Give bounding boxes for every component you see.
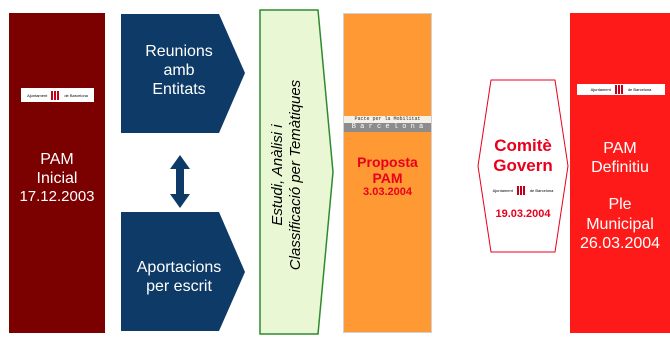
ajuntament-logo-text: de Barcelona [64,92,88,98]
pam-definitiu-line4: Municipal [586,215,654,233]
aportacions-label: Aportacions per escrit [121,258,237,296]
pam-inicial-box [9,13,105,333]
ajuntament-logo: Ajuntament de Barcelona [21,88,94,102]
reunions-label: Reunions amb Entitats [121,42,237,100]
estudi-line1: Estudi, Anàlisi i [269,124,286,226]
barcelona-mark-icon [516,185,527,195]
aportacions-arrow-shape [121,212,245,331]
double-arrow-icon [170,155,190,208]
estudi-arrow-shape [259,9,334,335]
comite-line2: Govern [493,156,553,176]
reunions-line2: amb [163,62,195,80]
proposta-label: Proposta PAM 3.03.2004 [343,154,432,199]
logo-word-left: Ajuntament [590,87,611,92]
pam-definitiu-label: PAM Definitiu Ple Municipal 26.03.2004 [570,139,670,253]
proposta-line2: PAM [372,170,403,187]
reunions-line1: Reunions [145,43,213,60]
estudi-line2: Classificació per Temàtiques [287,79,304,271]
proposta-box [343,13,432,333]
pacte-logo-line1: Pacte per la Mobilitat [354,116,421,122]
pacte-logo-line2: B a r c e l o n a [344,123,431,132]
aportacions-line1: Aportacions [136,259,222,276]
pam-inicial-line1: PAM [40,151,74,168]
logo-word-left: Ajuntament [492,187,513,193]
pam-definitiu-line2: Definitiu [591,159,649,177]
estudi-label: Estudi, Anàlisi i Classificació per Temà… [269,25,309,325]
barcelona-mark-icon [614,85,625,94]
proposta-date: 3.03.2004 [363,186,412,199]
pam-inicial-line2: Inicial [36,170,78,188]
pam-inicial-date: 17.12.2003 [19,188,95,206]
proposta-line1: Proposta [357,154,418,170]
reunions-line3: Entitats [152,81,206,99]
reunions-arrow-shape [121,14,245,133]
pacte-mobilitat-logo: Pacte per la Mobilitat B a r c e l o n a [344,116,431,132]
definitiu-ajuntament-logo: Ajuntament de Barcelona [577,84,665,95]
comite-hexagon-shape [477,79,569,253]
logo-word-left: Ajuntament [27,92,48,98]
definitiu-logo-text: de Barcelona [627,87,652,92]
comite-line1: Comitè [494,136,552,155]
pam-definitiu-line1: PAM [603,140,637,157]
comite-date: 19.03.2004 [495,208,551,220]
pam-definitiu-box [570,13,670,333]
comite-label: Comitè Govern [478,136,568,177]
pam-definitiu-line3: Ple [608,196,632,214]
pam-inicial-label: PAM Inicial 17.12.2003 [9,150,105,206]
pam-definitiu-date: 26.03.2004 [579,234,661,252]
comite-logo-text: de Barcelona [529,187,554,193]
barcelona-mark-icon [50,90,61,100]
aportacions-line2: per escrit [146,278,212,296]
comite-ajuntament-logo: Ajuntament de Barcelona [486,185,560,195]
